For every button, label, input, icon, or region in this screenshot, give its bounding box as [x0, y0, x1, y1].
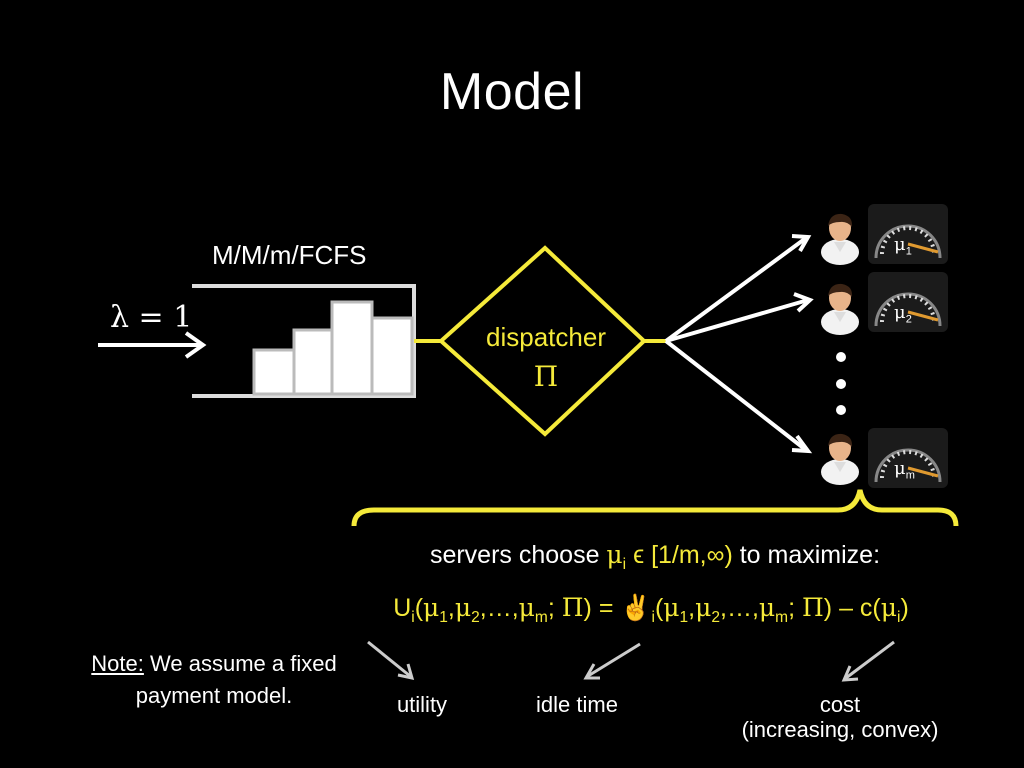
dispatcher-policy-symbol: Π [533, 360, 559, 393]
server-rate-label: μ1 [894, 234, 912, 258]
job-block [292, 328, 334, 396]
arrival-arrow [98, 331, 207, 359]
speedometer-icon [868, 428, 948, 488]
job-block [370, 316, 414, 396]
idle-time-symbol: ✌ [620, 594, 652, 622]
slide-title: Model [439, 63, 585, 121]
speedometer-icon [868, 204, 948, 264]
job-block [330, 300, 374, 396]
server-rate-label: μ2 [894, 302, 912, 326]
ellipsis-dots [836, 352, 846, 415]
cost-detail-label: (increasing, convex) [741, 717, 939, 742]
queue-label: M/M/m/FCFS [212, 240, 367, 270]
job-block [252, 348, 296, 396]
routing-arrows [664, 234, 814, 454]
queue-buffer [192, 284, 416, 398]
utility-formula: Ui(μ1,μ2,…,μm; Π) = ✌i(μ1,μ2,…,μm; Π) – … [393, 593, 909, 626]
dispatcher-label: dispatcher [486, 322, 606, 352]
speedometer-icon [868, 272, 948, 332]
server-rate-label: μm [894, 458, 915, 482]
idle-time-label: idle time [536, 692, 618, 717]
pointer-arrows [367, 640, 895, 682]
optimization-statement: servers choose μi ϵ [1/m,∞) to maximize: [429, 540, 881, 573]
person-icon [821, 283, 859, 335]
dispatcher-diamond [437, 245, 647, 437]
person-icon [821, 433, 859, 485]
cost-label: cost(increasing, convex) [720, 692, 960, 742]
person-icon [821, 213, 859, 265]
utility-label: utility [396, 692, 448, 717]
arrival-rate-label: λ = 1 [110, 300, 193, 335]
note-text: Note: We assume a fixed payment model. [91, 651, 337, 708]
servers-brace [351, 489, 959, 527]
